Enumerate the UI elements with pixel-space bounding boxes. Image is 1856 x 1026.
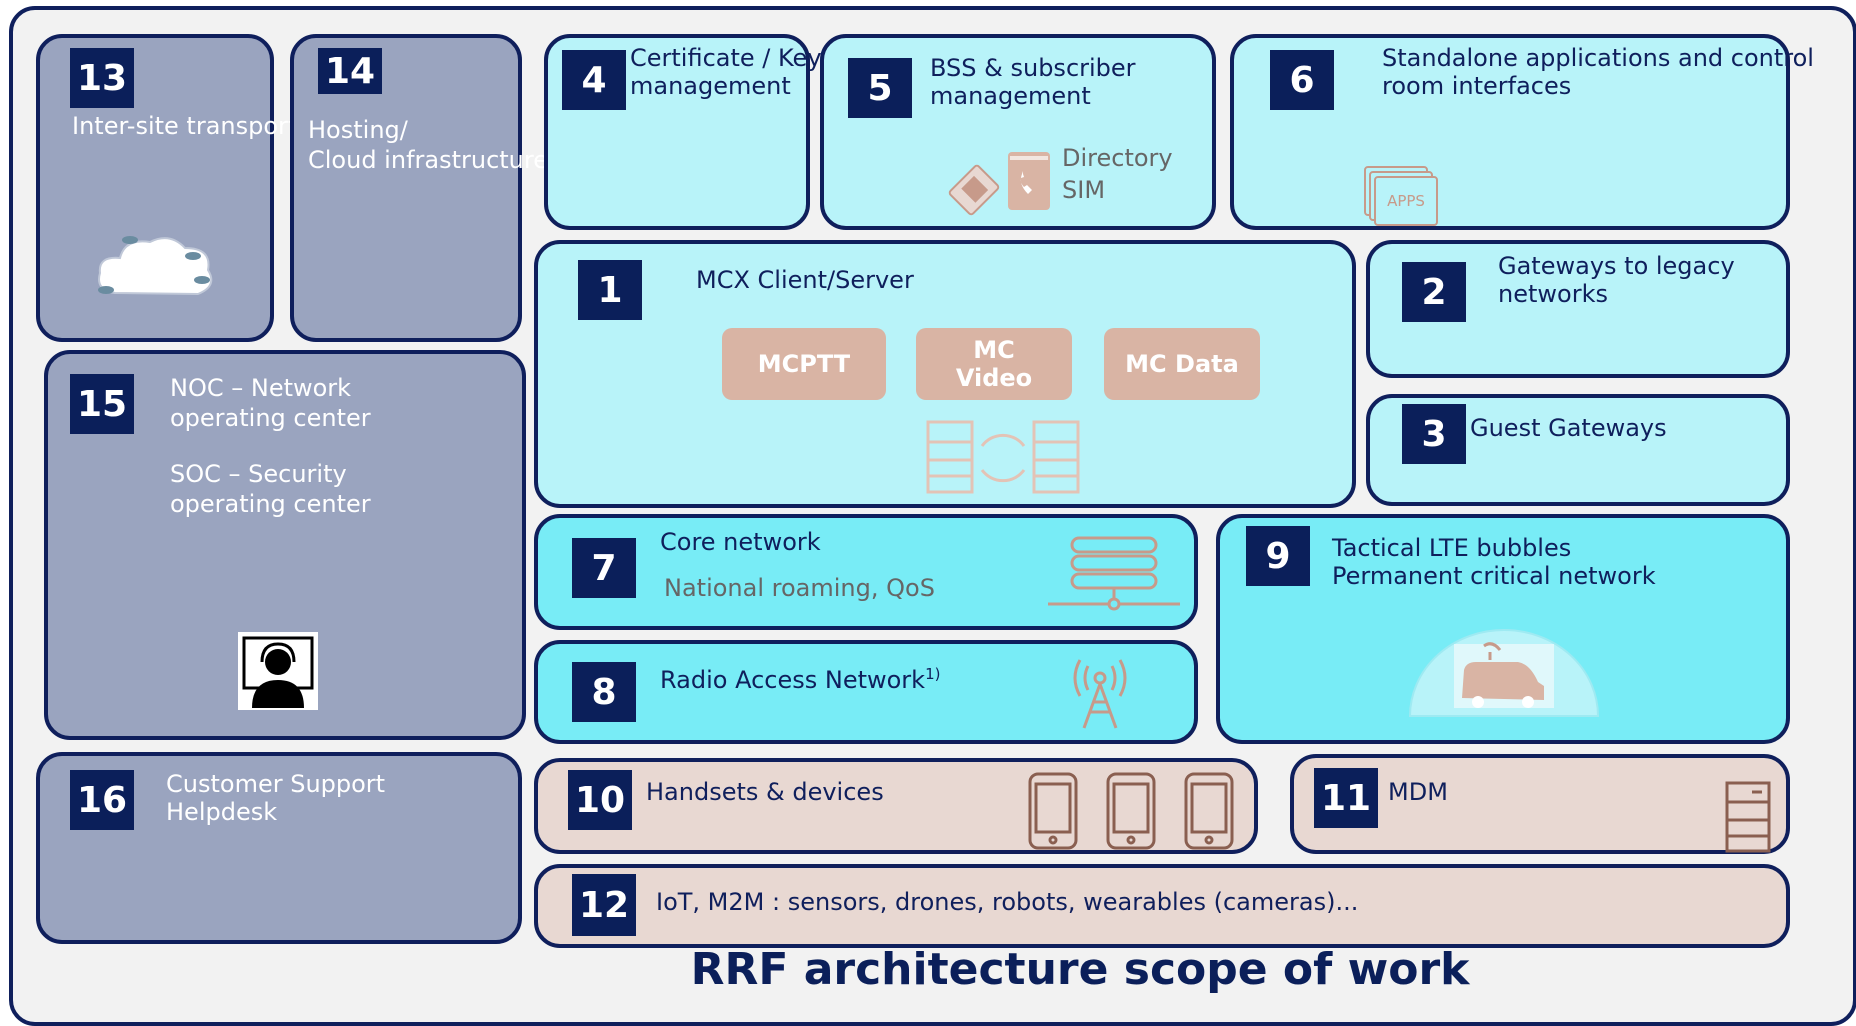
box-label: MCX Client/Server xyxy=(696,266,914,294)
box-number: 1 xyxy=(578,260,642,320)
noc-label-line2: operating center xyxy=(170,404,371,432)
box-certificate-key: 4 Certificate / Key management xyxy=(544,34,822,230)
box-label: Guest Gateways xyxy=(1470,414,1667,442)
box-tactical-lte: 9 Tactical LTE bubbles Permanent critica… xyxy=(1216,514,1790,744)
footnote-marker: 1) xyxy=(925,665,941,683)
box-label: MDM xyxy=(1388,778,1448,806)
box-legacy-gateways: 2 Gateways to legacy networks xyxy=(1366,240,1790,378)
box-label: IoT, M2M : sensors, drones, robots, wear… xyxy=(656,888,1359,916)
pill-mcptt: MCPTT xyxy=(722,328,886,400)
cloud-network-icon xyxy=(98,236,213,296)
box-label-line1: BSS & subscriber xyxy=(930,54,1136,82)
box-iot-m2m: 12 IoT, M2M : sensors, drones, robots, w… xyxy=(534,864,1790,948)
box-number: 16 xyxy=(70,770,134,830)
box-label-line2: networks xyxy=(1498,280,1608,308)
box-number: 5 xyxy=(848,58,912,118)
soc-label-line2: operating center xyxy=(170,490,371,518)
box-number: 7 xyxy=(572,538,636,598)
satellite-van-icon xyxy=(1408,629,1600,717)
apps-stack-icon: APPS xyxy=(1364,166,1438,226)
box-handsets-devices: 10 Handsets & devices xyxy=(534,758,1258,854)
box-label-line2: management xyxy=(630,72,791,100)
box-mdm: 11 MDM xyxy=(1290,754,1790,854)
sim-card-icon xyxy=(948,164,1000,216)
box-noc-soc: 15 NOC – Network operating center SOC – … xyxy=(44,350,526,740)
box-hosting-cloud: 14 Hosting/ Cloud infrastructure xyxy=(290,34,548,342)
box-guest-gateways: 3 Guest Gateways xyxy=(1366,394,1790,506)
box-label-line1: Gateways to legacy xyxy=(1498,252,1735,280)
box-customer-support: 16 Customer Support Helpdesk xyxy=(36,752,522,944)
box-label: Handsets & devices xyxy=(646,778,884,806)
box-number: 8 xyxy=(572,662,636,722)
box-number: 15 xyxy=(70,374,134,434)
box-label-line1: Hosting/ xyxy=(308,116,408,144)
box-number: 10 xyxy=(568,770,632,830)
box-label-line2: Helpdesk xyxy=(166,798,278,826)
box-core-network: 7 Core network National roaming, QoS xyxy=(534,514,1198,630)
box-standalone-apps: 6 Standalone applications and control ro… xyxy=(1230,34,1814,230)
box-label: Radio Access Network1) xyxy=(660,665,941,694)
directory-label: Directory xyxy=(1062,144,1173,172)
box-label-line2: Cloud infrastructure xyxy=(308,146,548,174)
smartphone-icon xyxy=(1028,772,1078,850)
box-label-line1: Tactical LTE bubbles xyxy=(1332,534,1572,562)
box-bss-subscriber: 5 BSS & subscriber management Directory … xyxy=(820,34,1216,230)
noc-label-line1: NOC – Network xyxy=(170,374,352,402)
server-stack-icon xyxy=(1048,536,1180,611)
box-label-line1: Certificate / Key xyxy=(630,44,822,72)
box-label-line1: Customer Support xyxy=(166,770,386,798)
server-sync-icon xyxy=(926,420,1080,494)
box-number: 4 xyxy=(562,50,626,110)
box-radio-access-network: 8 Radio Access Network1) xyxy=(534,640,1198,744)
box-number: 13 xyxy=(70,48,134,108)
box-label: Core network xyxy=(660,528,821,556)
box-label-line2: management xyxy=(930,82,1091,110)
box-label: Inter-site transport xyxy=(72,112,298,140)
server-icon xyxy=(1725,781,1771,853)
box-number: 6 xyxy=(1270,50,1334,110)
operator-headset-icon xyxy=(238,632,318,710)
smartphone-icon xyxy=(1106,772,1156,850)
box-label-line1: Standalone applications and control xyxy=(1382,44,1814,72)
smartphone-icon xyxy=(1184,772,1234,850)
soc-label-line1: SOC – Security xyxy=(170,460,347,488)
box-number: 14 xyxy=(318,48,382,94)
phone-book-icon xyxy=(1008,152,1050,210)
box-inter-site-transport: 13 Inter-site transport xyxy=(36,34,297,342)
box-label-line2: room interfaces xyxy=(1382,72,1572,100)
box-label-line2: Permanent critical network xyxy=(1332,562,1656,590)
diagram-title: RRF architecture scope of work xyxy=(690,944,1470,995)
box-number: 9 xyxy=(1246,526,1310,586)
core-network-subtitle: National roaming, QoS xyxy=(664,574,935,602)
pill-mc-video: MC Video xyxy=(916,328,1072,400)
sim-label: SIM xyxy=(1062,176,1106,204)
box-mcx-client-server: 1 MCX Client/Server MCPTT MC Video MC Da… xyxy=(534,240,1356,508)
box-number: 2 xyxy=(1402,262,1466,322)
box-number: 3 xyxy=(1402,404,1466,464)
pill-mc-data: MC Data xyxy=(1104,328,1260,400)
box-number: 12 xyxy=(572,874,636,936)
antenna-tower-icon xyxy=(1073,659,1127,729)
box-number: 11 xyxy=(1314,768,1378,828)
